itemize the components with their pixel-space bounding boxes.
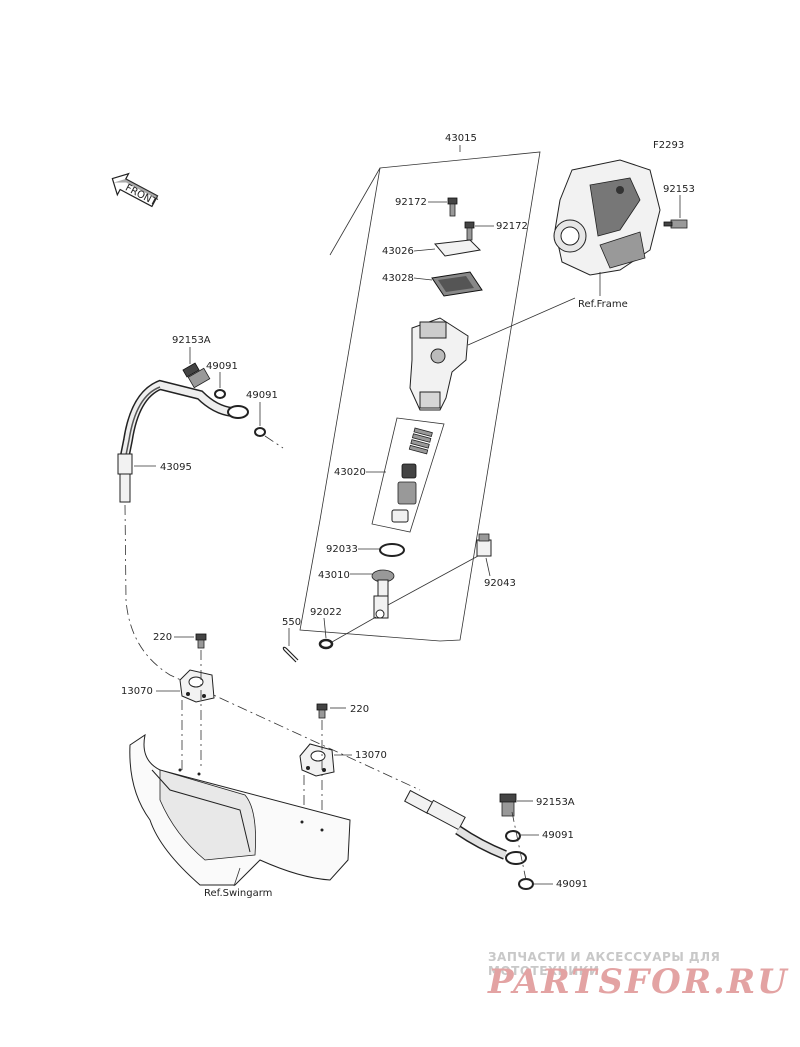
label-92172-a: 92172	[395, 197, 427, 208]
washer-49091-d	[518, 878, 534, 890]
label-92033: 92033	[326, 544, 358, 555]
leader-92043	[485, 557, 491, 577]
leader-92022	[323, 617, 327, 639]
group-43015-outline	[299, 151, 541, 642]
push-rod-43010	[371, 569, 395, 619]
piston-kit-43020	[371, 417, 445, 533]
bolt-axis-bottom	[511, 811, 527, 881]
circlip-92033	[379, 543, 405, 557]
brake-hose-lower-end	[404, 789, 527, 865]
label-43010: 43010	[318, 570, 350, 581]
screw-92172-b	[464, 221, 475, 241]
screw-92172-a	[447, 197, 458, 217]
cotter-pin-550	[282, 646, 299, 663]
washer-49091-c	[505, 830, 521, 842]
leader-ref-swingarm	[233, 867, 241, 887]
diagram-code: F2293	[653, 140, 684, 151]
washer-92022	[318, 638, 334, 650]
label-43028: 43028	[382, 273, 414, 284]
label-550: 550	[282, 617, 301, 628]
reservoir-cap-43026	[434, 239, 482, 257]
master-cylinder-body	[409, 317, 469, 411]
diaphragm-43028	[431, 271, 483, 297]
washer-49091-b	[254, 427, 266, 437]
label-92022: 92022	[310, 607, 342, 618]
label-92153A-bottom: 92153A	[536, 797, 575, 808]
label-43020: 43020	[334, 467, 366, 478]
banjo-bolt-92153A-bottom	[499, 793, 517, 817]
bolt-220-a	[195, 633, 207, 649]
washer-49091-a	[214, 389, 226, 399]
ref-swingarm-label: Ref.Swingarm	[204, 888, 272, 899]
label-92043: 92043	[484, 578, 516, 589]
label-220-a: 220	[153, 632, 172, 643]
label-49091-d: 49091	[556, 879, 588, 890]
label-13070-b: 13070	[355, 750, 387, 761]
bolt-220-b	[316, 703, 328, 719]
clamp-13070-a	[179, 669, 215, 703]
hose-route-line	[124, 504, 421, 791]
bolt-92153-top	[663, 219, 688, 229]
clamp-13070-b	[299, 743, 335, 777]
group-outline-edge	[329, 167, 381, 256]
watermark-brand-logo: PARTSFOR.RU	[488, 962, 789, 1002]
leader-43026	[413, 248, 436, 252]
swingarm	[129, 733, 351, 886]
label-43015: 43015	[445, 133, 477, 144]
watermark-tagline: ЗАПЧАСТИ И АКСЕССУАРЫ ДЛЯ МОТОТЕХНИКИ	[488, 950, 721, 978]
front-arrow-icon: FRONT	[111, 172, 159, 209]
leader-43028	[413, 277, 433, 281]
hose-connection-line	[264, 435, 284, 449]
frame-bracket	[553, 159, 661, 276]
banjo-bolt-92153A-top	[182, 362, 211, 389]
label-92153A-top: 92153A	[172, 335, 211, 346]
ref-frame-label: Ref.Frame	[578, 299, 628, 310]
label-13070-a: 13070	[121, 686, 153, 697]
label-49091-c: 49091	[542, 830, 574, 841]
label-43026: 43026	[382, 246, 414, 257]
label-92172-b: 92172	[496, 221, 528, 232]
mount-line	[467, 297, 576, 346]
pin-axis-line	[387, 555, 479, 606]
brake-hose-43095	[117, 379, 249, 503]
washer-axis-line	[331, 616, 377, 643]
pin-92043	[476, 533, 492, 557]
label-220-b: 220	[350, 704, 369, 715]
label-49091-a: 49091	[206, 361, 238, 372]
label-92153-top: 92153	[663, 184, 695, 195]
label-49091-b: 49091	[246, 390, 278, 401]
label-43095: 43095	[160, 462, 192, 473]
